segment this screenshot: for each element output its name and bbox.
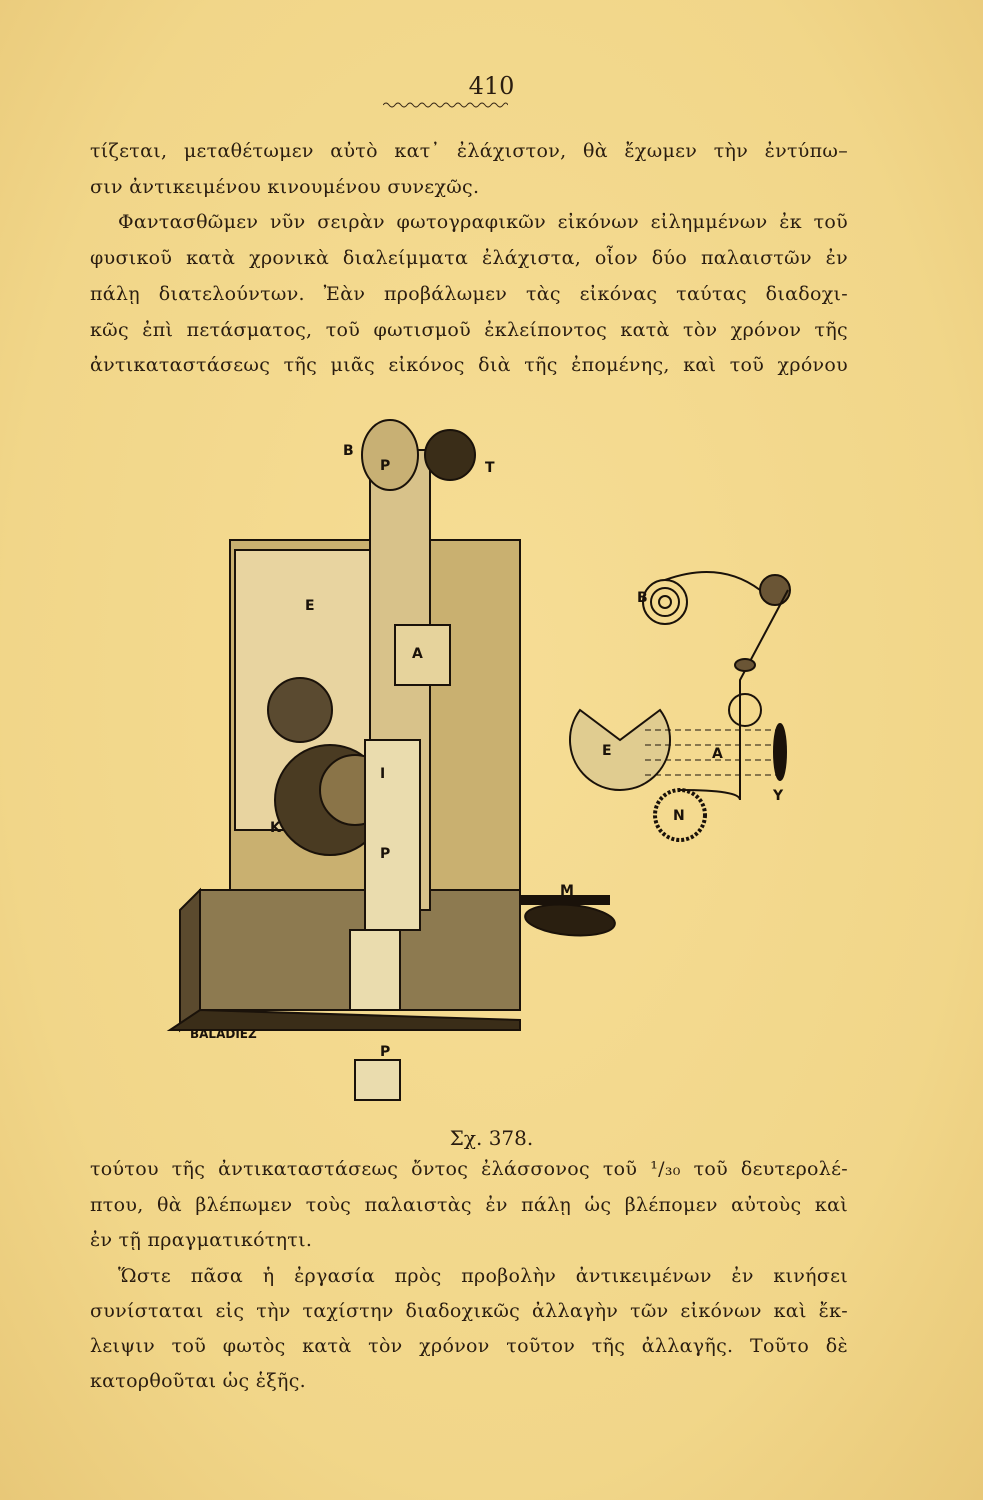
text-line: κῶς ἐπὶ πετάσματος, τοῦ φωτισμοῦ ἐκλείπο… bbox=[90, 319, 848, 341]
label-P: P bbox=[380, 458, 390, 474]
diagram-label-N: N bbox=[673, 808, 685, 824]
text-line: λειψιν τοῦ φωτὸς κατὰ τὸν χρόνον τοῦτον … bbox=[90, 1335, 848, 1357]
label-I: I bbox=[380, 766, 385, 782]
schematic-diagram bbox=[569, 571, 791, 842]
text-line: κατορθοῦται ὡς ἑξῆς. bbox=[90, 1370, 306, 1392]
text-line: ἀντικαταστάσεως τῆς μιᾶς εἰκόνος διὰ τῆς… bbox=[90, 354, 848, 376]
label-E: E bbox=[305, 598, 315, 614]
diagram-label-Y: Y bbox=[772, 788, 784, 804]
kinetoscope-figure: B P T E A I K P M P BALADIEZ B E A Y N bbox=[166, 419, 791, 1101]
text-line: σιν ἀντικειμένου κινουμένου συνεχῶς. bbox=[90, 176, 480, 198]
page-number: 410 bbox=[468, 72, 515, 100]
ornament-rule bbox=[383, 102, 508, 108]
machine-illustration bbox=[166, 419, 616, 1101]
text-line: Φαντασθῶμεν νῦν σειρὰν φωτογραφικῶν εἰκό… bbox=[118, 211, 848, 233]
text-line: πάλῃ διατελούντων. Ἐὰν προβάλωμεν τὰς εἰ… bbox=[90, 283, 848, 305]
label-M: M bbox=[560, 883, 574, 899]
engraver-signature: BALADIEZ bbox=[190, 1027, 257, 1041]
text-line: ἐν τῇ πραγματικότητι. bbox=[90, 1229, 313, 1251]
diagram-label-E: E bbox=[602, 743, 612, 759]
text-line: συνίσταται εἰς τὴν ταχίστην διαδοχικῶς ἀ… bbox=[90, 1300, 848, 1322]
text-line: πτου, θὰ βλέπωμεν τοὺς παλαιστὰς ἐν πάλῃ… bbox=[90, 1194, 848, 1216]
label-T: T bbox=[485, 460, 495, 476]
label-P: P bbox=[380, 846, 390, 862]
diagram-label-B: B bbox=[637, 590, 648, 606]
label-A: A bbox=[412, 646, 423, 662]
label-K: K bbox=[270, 820, 282, 836]
text-line: τούτου τῆς ἀντικαταστάσεως ὄντος ἐλάσσον… bbox=[90, 1158, 848, 1180]
figure-caption: Σχ. 378. bbox=[449, 1126, 534, 1150]
text-line: Ὥστε πᾶσα ἡ ἐργασία πρὸς προβολὴν ἀντικε… bbox=[118, 1265, 848, 1287]
text-line: φυσικοῦ κατὰ χρονικὰ διαλείμματα ἐλάχιστ… bbox=[90, 247, 848, 269]
diagram-label-A: A bbox=[712, 746, 723, 762]
text-line: τίζεται, μεταθέτωμεν αὐτὸ κατ᾽ ἐλάχιστον… bbox=[90, 140, 848, 162]
label-P: P bbox=[380, 1044, 390, 1060]
label-B: B bbox=[343, 443, 354, 459]
